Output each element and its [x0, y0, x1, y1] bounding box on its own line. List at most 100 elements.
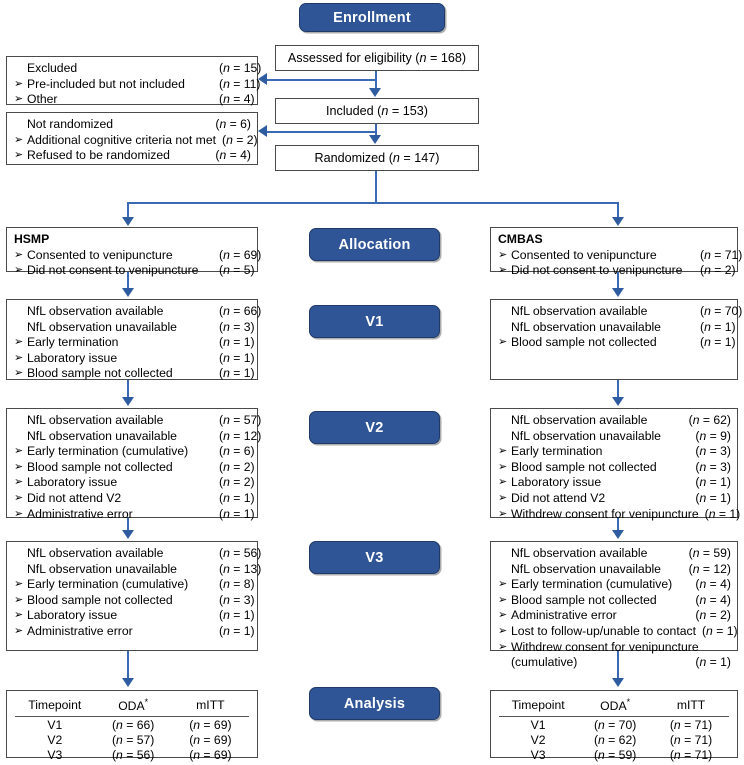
phase-label-v3-text: V3: [365, 549, 384, 566]
bullet-arrow-icon: ➢: [498, 492, 508, 505]
list-item: ➢Withdrew consent for venipuncture: [498, 640, 731, 656]
bullet-arrow-icon: ➢: [14, 445, 24, 458]
bullet-arrow-icon: ➢: [498, 336, 508, 349]
box-not-randomized: ➢Not randomized(n = 6)➢Additional cognit…: [6, 112, 258, 165]
list-item: ➢NfL observation unavailable(n = 3): [14, 320, 255, 336]
phase-label-enrollment: Enrollment: [299, 3, 445, 32]
list-item-count: (n = 1): [219, 491, 255, 506]
list-item-count: (n = 12): [688, 561, 731, 576]
list-item-count: (n = 1): [219, 608, 255, 623]
footnote-marker: *: [626, 697, 631, 707]
cell-mitt: (n = 71): [669, 732, 713, 747]
list-item: ➢Early termination (cumulative)(n = 4): [498, 577, 731, 593]
list-item-label: (cumulative): [511, 655, 578, 670]
list-item: ➢NfL observation available(n = 56): [14, 546, 261, 562]
table-row: V1(n = 66)(n = 69): [15, 717, 249, 733]
arrowhead-hsmp-v2: [122, 397, 135, 406]
list-item-count: (n = 1): [704, 506, 741, 521]
cell-mitt: (n = 69): [189, 732, 232, 747]
cell-timepoint: V1: [530, 717, 546, 732]
list-item-count: (n = 1): [219, 335, 255, 350]
list-item: ➢Did not consent to venipuncture(n = 5): [14, 263, 255, 279]
list-item: ➢Excluded(n = 15): [14, 61, 261, 77]
connector-cmbas-v2-v3: [616, 518, 619, 531]
arrowhead-hsmp-v3: [122, 530, 135, 539]
list-item: ➢Laboratory issue(n = 1): [14, 351, 255, 367]
list-item-label: Pre-included but not included: [27, 76, 185, 91]
list-item: ➢Pre-included but not included(n = 11): [14, 76, 260, 93]
box-included: Included (n = 153): [275, 98, 479, 124]
list-item-label: Blood sample not collected: [27, 366, 173, 381]
table-row: V3(n = 56)(n = 69): [15, 747, 249, 762]
list-item-count: (n = 4): [695, 592, 731, 607]
list-item: ➢Blood sample not collected(n = 3): [14, 593, 255, 609]
randomized-text: Randomized (n = 147): [314, 151, 440, 165]
list-item-count: (n = 1): [219, 366, 255, 381]
cell-timepoint: V3: [47, 747, 63, 762]
box-hsmp-allocation: HSMP➢Consented to venipuncture(n = 69)➢D…: [6, 227, 261, 277]
list-item-label: NfL observation unavailable: [511, 561, 661, 576]
list-item-label: Laboratory issue: [27, 475, 118, 490]
phase-label-v1-text: V1: [365, 313, 384, 330]
bullet-arrow-icon: ➢: [14, 460, 24, 473]
bullet-arrow-icon: ➢: [498, 625, 508, 638]
list-header: HSMP: [14, 232, 50, 246]
column-header: Timepoint: [499, 694, 578, 718]
bullet-arrow-icon: ➢: [14, 492, 24, 505]
connector-hsmp-v2-v3: [127, 518, 130, 531]
box-cmbas-allocation: CMBAS➢Consented to venipuncture(n = 71)➢…: [490, 227, 742, 277]
list-item-count: (n = 1): [700, 319, 736, 334]
list-item-label: Refused to be randomized: [27, 148, 170, 163]
list-item-count: (n = 2): [695, 608, 731, 623]
list-item: ➢Blood sample not collected(n = 3): [498, 460, 731, 476]
bullet-arrow-icon: ➢: [498, 507, 508, 520]
list-item: ➢Laboratory issue(n = 2): [14, 475, 255, 491]
column-header: mITT: [171, 694, 249, 718]
list-item-label: Early termination: [27, 335, 119, 350]
phase-label-v3: V3: [309, 541, 440, 574]
arrowhead-included: [369, 88, 382, 97]
list-item: ➢NfL observation available(n = 70): [498, 304, 742, 320]
assessed-text: Assessed for eligibility (n = 168): [287, 51, 467, 65]
list-item-label: NfL observation unavailable: [511, 428, 661, 443]
list-item-count: (n = 70): [700, 304, 743, 318]
connector-hsmp-v3-analysis: [127, 651, 130, 678]
column-header: ODA*: [94, 694, 172, 718]
arrowhead-cmbas-v2: [611, 397, 624, 406]
list-item: ➢Laboratory issue(n = 1): [14, 608, 255, 624]
box-cmbas-v3: ➢NfL observation available(n = 59)➢NfL o…: [490, 541, 738, 669]
list-item-count: (n = 1): [700, 335, 736, 350]
bullet-arrow-icon: ➢: [498, 476, 508, 489]
bullet-arrow-icon: ➢: [498, 640, 508, 653]
cell-timepoint: V2: [47, 732, 63, 747]
list-item-count: (n = 15): [219, 61, 262, 75]
arrowhead-not-randomized: [258, 124, 267, 137]
list-item-label: NfL observation available: [511, 546, 648, 560]
list-item-label: Consented to venipuncture: [27, 247, 173, 262]
list-item-label: Laboratory issue: [27, 608, 118, 623]
list-item-label: Administrative error: [511, 608, 617, 623]
included-text: Included (n = 153): [326, 104, 428, 118]
bullet-arrow-icon: ➢: [14, 625, 24, 638]
list-item-label: Excluded: [27, 61, 78, 75]
list-item-label: Early termination: [511, 444, 603, 459]
list-item-count: (n = 71): [700, 247, 743, 262]
list-item: ➢Laboratory issue(n = 1): [498, 475, 731, 491]
list-item: ➢Withdrew consent for venipuncture(n = 1…: [498, 507, 740, 523]
phase-label-analysis: Analysis: [309, 687, 440, 720]
list-item: ➢Did not attend V2(n = 1): [14, 491, 255, 507]
list-item-label: Other: [27, 92, 58, 107]
arrowhead-hsmp-v1: [122, 288, 135, 297]
list-item-count: (n = 4): [215, 148, 251, 163]
list-item-label: Early termination (cumulative): [511, 577, 673, 592]
list-item-count: (n = 6): [219, 444, 255, 459]
list-item-label: NfL observation available: [27, 546, 164, 560]
list-item: ➢Early termination (cumulative)(n = 8): [14, 577, 255, 593]
connector-to-not-randomized: [266, 130, 377, 133]
list-item: ➢Consented to venipuncture(n = 71): [498, 248, 742, 264]
list-item-count: (n = 2): [219, 475, 255, 490]
list-item-label: NfL observation available: [27, 304, 164, 318]
